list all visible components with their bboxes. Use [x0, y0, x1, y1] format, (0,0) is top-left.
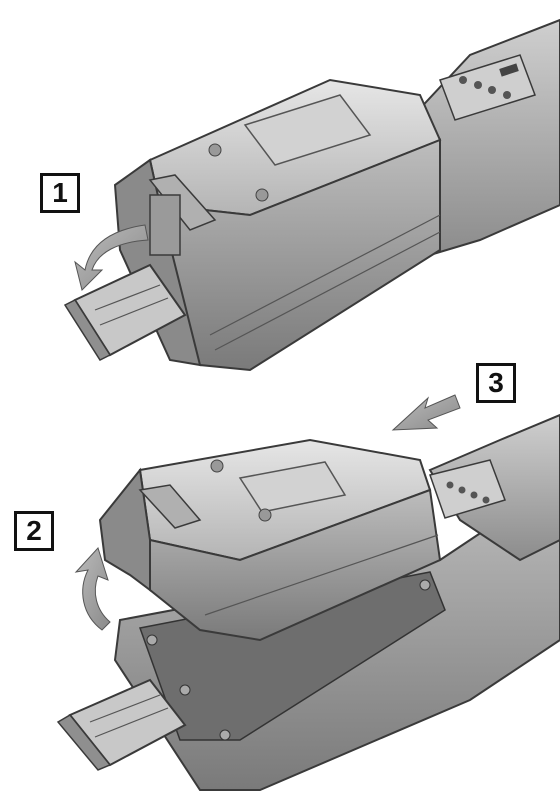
- step-2-label: 2: [14, 511, 54, 551]
- instrument-open: [56, 394, 560, 791]
- panel-button: [470, 491, 478, 499]
- control-panel: [429, 459, 506, 519]
- head-window: [238, 461, 347, 513]
- screw-icon: [179, 684, 191, 696]
- screw-icon: [210, 459, 224, 473]
- step-1-label: 1: [40, 173, 80, 213]
- lifted-head-front: [98, 467, 151, 592]
- panel-button: [482, 496, 490, 504]
- panel-button: [488, 86, 496, 94]
- panel-button: [503, 91, 511, 99]
- screw-icon: [255, 188, 269, 202]
- step-3-label: 3: [476, 363, 516, 403]
- panel-button: [459, 76, 467, 84]
- screw-icon: [419, 579, 431, 591]
- screw-icon: [258, 508, 272, 522]
- panel-button: [446, 481, 454, 489]
- head-window: [243, 94, 372, 166]
- panel-button: [458, 486, 466, 494]
- screw-icon: [146, 634, 158, 646]
- lifted-head-side: [149, 488, 442, 642]
- screw-icon: [208, 143, 222, 157]
- screw-icon: [219, 729, 231, 741]
- panel-button: [474, 81, 482, 89]
- instrument-closed: [63, 18, 560, 372]
- panel-display: [499, 63, 519, 77]
- lift-arrow-icon: [74, 547, 111, 631]
- rotate-arrow-icon: [74, 224, 149, 291]
- slide-arrow-icon: [391, 394, 461, 431]
